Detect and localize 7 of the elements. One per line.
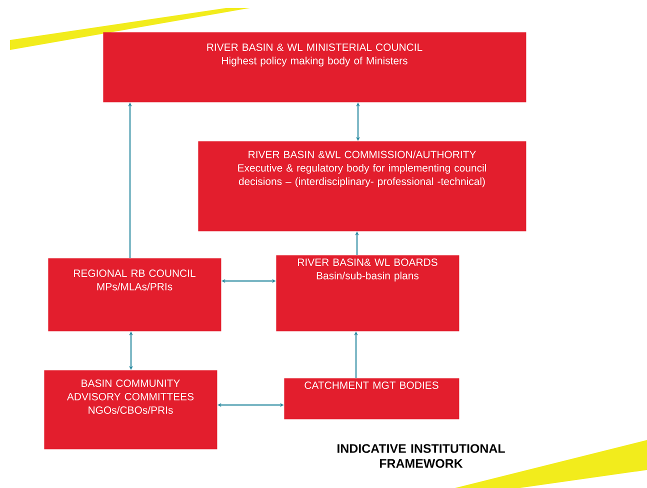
institution-box: REGIONAL RB COUNCIL MPs/MLAs/PRIs (48, 258, 222, 332)
institution-box: RIVER BASIN & WL MINISTERIAL COUNCIL Highest policy making body of Ministers (103, 32, 526, 102)
institution-box: RIVER BASIN& WL BOARDS Basin/sub-basin plans (276, 255, 460, 332)
institution-box: CATCHMENT MGT BODIES (284, 378, 460, 420)
institution-box: RIVER BASIN &WL COMMISSION/AUTHORITY Executive & regulatory body for implementing council decisions – (interdisciplinary- professional -technical) (198, 141, 526, 232)
title: INDICATIVE INSTITUTIONAL FRAMEWORK (338, 444, 505, 468)
institution-box: BASIN COMMUNITY ADVISORY COMMITTEES NGOs/CBOs/PRIs (44, 370, 218, 450)
